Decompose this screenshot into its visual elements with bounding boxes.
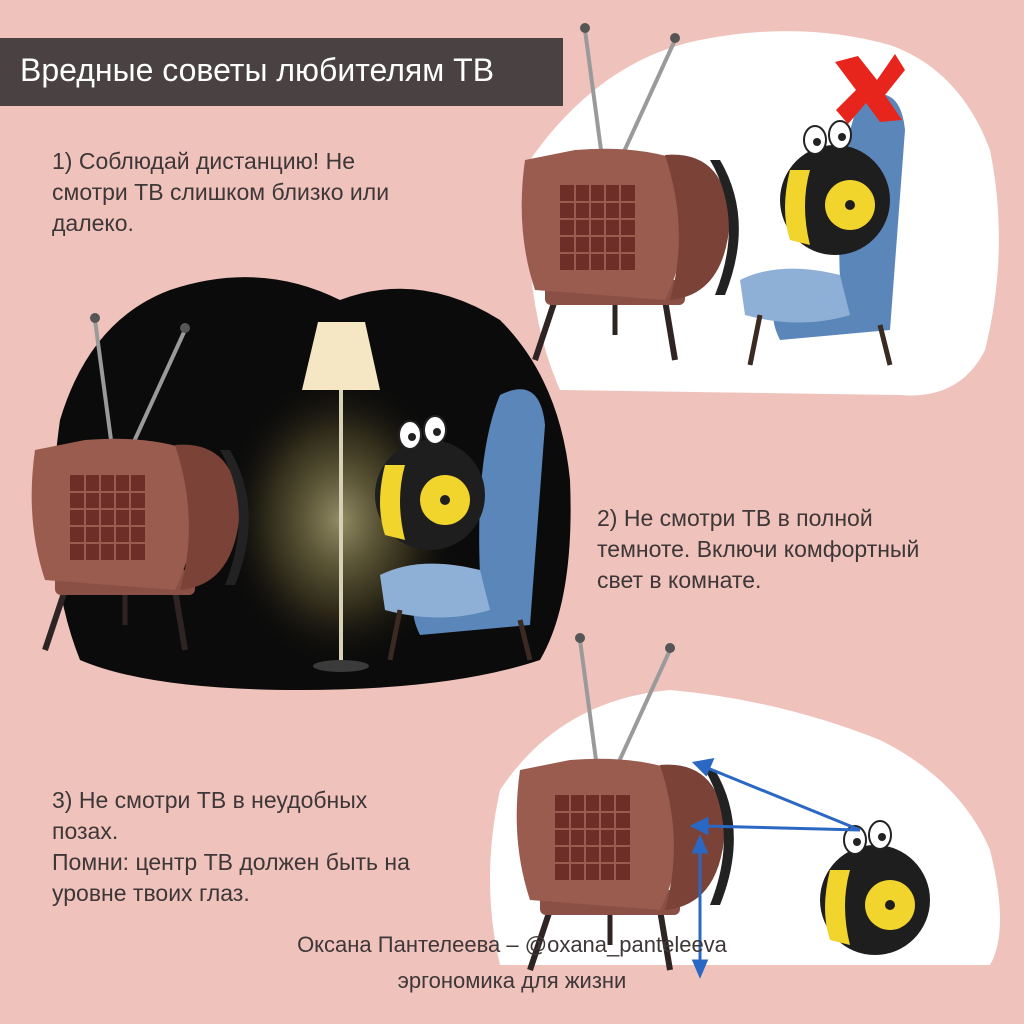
tip-3-line-3: Помни: центр ТВ должен быть на [52, 849, 410, 875]
tip-3: 3) Не смотри ТВ в неудобных позах. Помни… [52, 785, 410, 909]
arrow-icon [689, 758, 861, 979]
tip-3-line-1: 3) Не смотри ТВ в неудобных [52, 787, 368, 813]
page-title: Вредные советы любителям ТВ [20, 52, 495, 88]
tip-2-line-3: свет в комнате. [597, 567, 762, 593]
tip-2-line-2: темноте. Включи комфортный [597, 536, 920, 562]
footer-author: Оксана Пантелеева – @oxana_panteleeva [297, 932, 727, 957]
tip-1-line-2: смотри ТВ слишком близко или [52, 179, 390, 205]
title-banner: Вредные советы любителям ТВ [0, 38, 563, 106]
tip-1: 1) Соблюдай дистанцию! Не смотри ТВ слиш… [52, 146, 389, 239]
watermark: Oxanapanteleeva.ru [714, 360, 850, 377]
tip-2: 2) Не смотри ТВ в полной темноте. Включи… [597, 503, 919, 596]
floor-lamp [302, 322, 380, 672]
tip-2-line-1: 2) Не смотри ТВ в полной [597, 505, 873, 531]
cross-mark-icon [835, 54, 905, 124]
tip-3-line-2: позах. [52, 818, 119, 844]
footer-tagline: эргономика для жизни [397, 968, 627, 993]
tip-1-line-3: далеко. [52, 210, 134, 236]
tip-3-line-4: уровне твоих глаз. [52, 880, 250, 906]
tip-1-line-1: 1) Соблюдай дистанцию! Не [52, 148, 355, 174]
